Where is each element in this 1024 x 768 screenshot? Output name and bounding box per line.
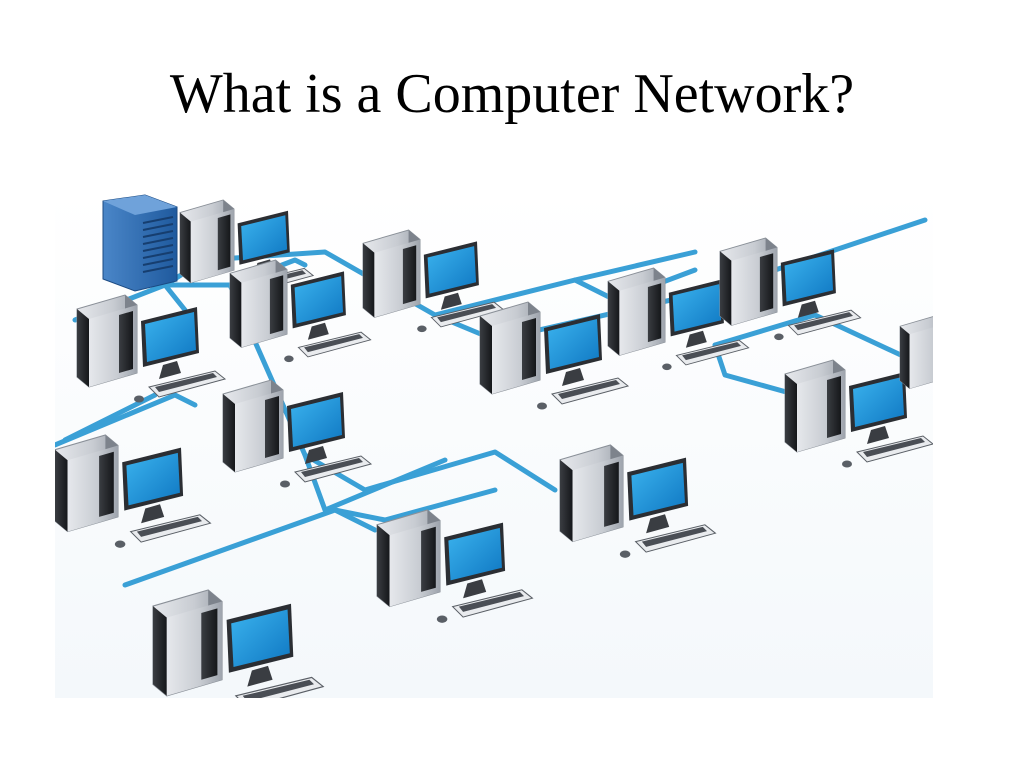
workstation-icon bbox=[607, 267, 750, 371]
network-nodes bbox=[55, 194, 933, 698]
workstation-icon bbox=[899, 316, 933, 390]
workstation-icon bbox=[362, 229, 505, 333]
workstation-icon bbox=[376, 509, 534, 623]
network-cable bbox=[162, 282, 188, 313]
network-cable bbox=[62, 392, 158, 443]
workstation-icon bbox=[55, 434, 212, 548]
network-diagram-svg bbox=[55, 194, 933, 698]
network-cable bbox=[302, 452, 448, 513]
workstation-icon bbox=[222, 379, 373, 488]
workstation-icon bbox=[559, 444, 717, 558]
workstation-icon bbox=[152, 589, 325, 698]
workstation-icon bbox=[229, 259, 372, 363]
network-cable bbox=[712, 312, 933, 373]
slide-title: What is a Computer Network? bbox=[169, 63, 855, 125]
server-icon bbox=[102, 194, 178, 292]
workstation-icon bbox=[719, 237, 862, 341]
network-cable bbox=[332, 487, 498, 523]
network-cable bbox=[122, 507, 378, 588]
workstation-icon bbox=[479, 301, 630, 410]
workstation-icon bbox=[76, 294, 227, 403]
workstation-icon bbox=[784, 359, 933, 468]
network-cable bbox=[55, 392, 198, 448]
network-illustration bbox=[55, 190, 933, 698]
